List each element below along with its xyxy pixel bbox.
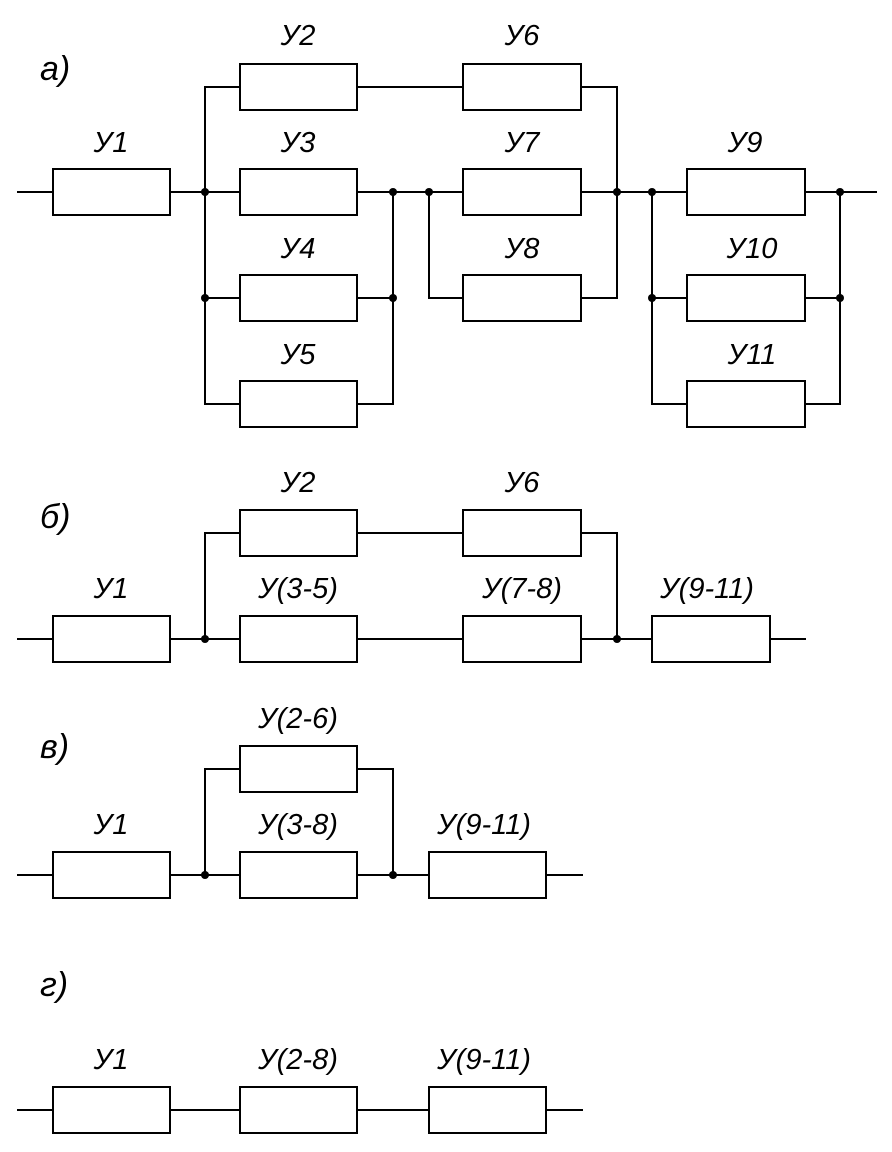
block-y2 xyxy=(239,63,358,111)
diagram-b-junctions xyxy=(201,635,621,643)
diagram-b-wires xyxy=(17,532,806,640)
block-y9-11 xyxy=(428,851,547,899)
diagram-d: г) У1 У(2-8) У(9-11) xyxy=(17,966,583,1134)
block-y10 xyxy=(686,274,806,322)
label-y8: У8 xyxy=(504,233,540,265)
label-y1: У1 xyxy=(93,573,129,605)
block-y6 xyxy=(462,509,582,557)
block-y9-11 xyxy=(651,615,771,663)
diagram-c-label: в) xyxy=(40,728,69,766)
block-y7-8 xyxy=(462,615,582,663)
label-y6: У6 xyxy=(504,467,541,499)
label-y2-8: У(2-8) xyxy=(257,1044,338,1076)
diagram-b: б) У1 У2 У(3-5) У6 У(7-8) У(9-11) xyxy=(17,467,806,663)
diagram-a-junctions xyxy=(201,188,844,302)
label-y7: У7 xyxy=(504,127,542,159)
label-y1: У1 xyxy=(93,1044,129,1076)
label-y9-11: У(9-11) xyxy=(436,1044,531,1076)
block-y3 xyxy=(239,168,358,216)
diagram-c-junctions xyxy=(201,871,397,879)
label-y2: У2 xyxy=(280,20,316,52)
block-y11 xyxy=(686,380,806,428)
block-y1 xyxy=(52,851,171,899)
block-y9-11 xyxy=(428,1086,547,1134)
block-y2-6 xyxy=(239,745,358,793)
block-y1 xyxy=(52,168,171,216)
label-y9-11: У(9-11) xyxy=(659,573,754,605)
label-y3-5: У(3-5) xyxy=(257,573,338,605)
block-y1 xyxy=(52,1086,171,1134)
diagram-b-label: б) xyxy=(40,498,70,536)
diagram-a: а) xyxy=(17,20,877,428)
block-y3-5 xyxy=(239,615,358,663)
block-y8 xyxy=(462,274,582,322)
block-y5 xyxy=(239,380,358,428)
block-y6 xyxy=(462,63,582,111)
label-y5: У5 xyxy=(280,339,317,371)
label-y1: У1 xyxy=(93,127,129,159)
block-y9 xyxy=(686,168,806,216)
block-y1 xyxy=(52,615,171,663)
block-y7 xyxy=(462,168,582,216)
block-y2 xyxy=(239,509,358,557)
label-y4: У4 xyxy=(280,233,316,265)
label-y6: У6 xyxy=(504,20,541,52)
label-y9-11: У(9-11) xyxy=(436,809,531,841)
label-y1: У1 xyxy=(93,809,129,841)
label-y2-6: У(2-6) xyxy=(257,703,338,735)
label-y10: У10 xyxy=(726,233,778,265)
label-y9: У9 xyxy=(727,127,763,159)
label-y3-8: У(3-8) xyxy=(257,809,338,841)
label-y3: У3 xyxy=(280,127,316,159)
block-y4 xyxy=(239,274,358,322)
label-y7-8: У(7-8) xyxy=(481,573,562,605)
diagram-d-label: г) xyxy=(40,966,68,1004)
diagram-a-label: а) xyxy=(40,50,70,88)
block-y3-8 xyxy=(239,851,358,899)
label-y11: У11 xyxy=(727,339,777,371)
label-y2: У2 xyxy=(280,467,316,499)
block-y2-8 xyxy=(239,1086,358,1134)
diagram-c: в) У1 У(2-6) У(3-8) У(9-11) xyxy=(17,703,583,899)
